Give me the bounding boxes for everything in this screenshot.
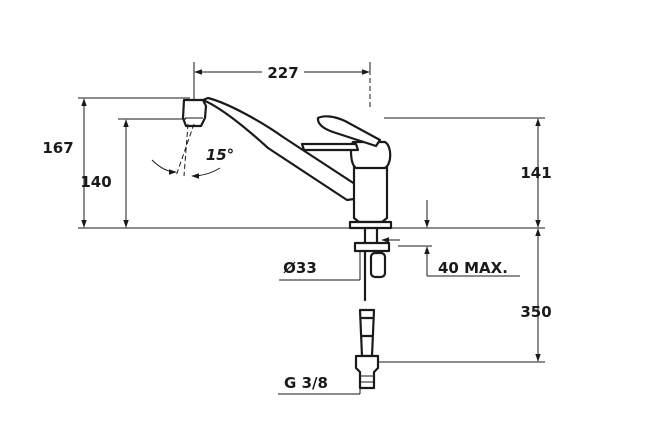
fixing-washer <box>369 251 387 279</box>
faucet-base <box>348 220 393 230</box>
dimension-spout-reach: 227 <box>193 62 371 100</box>
label-body-diameter: Ø33 <box>283 259 317 277</box>
dimension-total-height: 167 <box>42 97 190 228</box>
label-spout-height: 140 <box>80 173 111 191</box>
faucet-body <box>352 162 389 224</box>
dimension-hose-length: 350 <box>378 228 552 363</box>
dimension-body-diameter: Ø33 <box>279 237 400 281</box>
faucet-outline <box>181 96 393 390</box>
label-spout-reach: 227 <box>267 64 298 82</box>
lever-plate <box>300 142 360 152</box>
dimension-max-thickness: 40 MAX. <box>424 200 520 277</box>
angle-swivel: 15° <box>151 123 234 179</box>
dimension-lever-height: 141 <box>384 117 552 228</box>
label-connection-thread: G 3/8 <box>284 374 328 392</box>
label-swivel-angle: 15° <box>206 146 234 164</box>
fixing-nut <box>353 241 391 253</box>
label-lever-height: 141 <box>520 164 551 182</box>
label-max-thickness: 40 MAX. <box>438 259 508 277</box>
dimension-connection-thread: G 3/8 <box>278 374 361 395</box>
lever-handle <box>316 115 382 148</box>
hose-connector <box>354 354 380 390</box>
label-hose-length: 350 <box>520 303 551 321</box>
spout-tip <box>181 98 208 128</box>
dimension-spout-height: 140 <box>80 118 186 228</box>
label-total-height: 167 <box>42 139 73 157</box>
